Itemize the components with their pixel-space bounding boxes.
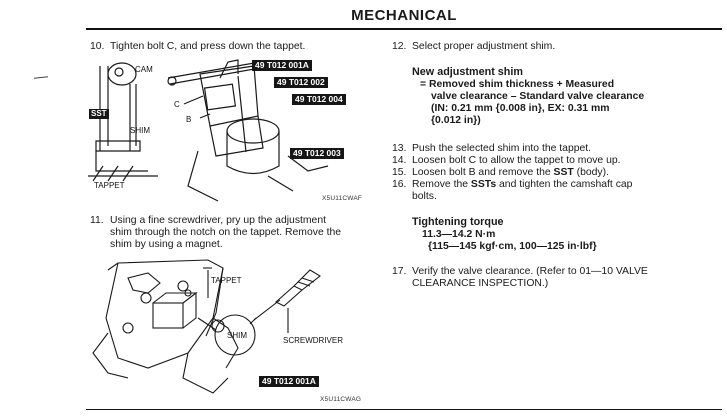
step-11: 11. Using a fine screwdriver, pry up the … — [90, 215, 341, 251]
step-number: 10. — [90, 41, 105, 52]
label-screwdriver: SCREWDRIVER — [283, 336, 344, 345]
step-number: 11. — [90, 215, 104, 226]
new-shim-heading: New adjustment shim — [412, 66, 523, 78]
bottom-rule — [86, 409, 722, 410]
step-text-line-2: shim through the notch on the tappet. Re… — [110, 227, 342, 238]
label-sst: SST — [89, 109, 109, 119]
tappet-press-illustration — [88, 59, 329, 202]
label-tappet: TAPPET — [94, 181, 125, 190]
page-header: MECHANICAL — [86, 2, 722, 30]
step-10: 10. Tighten bolt C, and press down the ta… — [90, 41, 305, 53]
step-17: 17. Verify the valve clearance. (Refer to… — [392, 266, 648, 290]
step-number: 12. — [392, 41, 407, 52]
label-cam: CAM — [135, 65, 153, 74]
label-tappet: TAPPET — [211, 276, 242, 285]
step-text-line-1: Verify the valve clearance. (Refer to 01… — [412, 266, 648, 277]
formula-line-4: {0.012 in}) — [431, 115, 481, 126]
tool-tag-004: 49 T012 004 — [292, 94, 346, 105]
new-shim-formula: = Removed shim thickness + Measured valv… — [420, 79, 644, 127]
torque-heading: Tightening torque — [412, 216, 504, 228]
page-title: MECHANICAL — [351, 7, 457, 24]
figure-code: X5U11CWAG — [320, 396, 362, 403]
margin-mark — [33, 76, 49, 79]
step-13: 13.Push the selected shim into the tappe… — [392, 143, 592, 154]
figure-screwdriver-pry: TAPPET SHIM SCREWDRIVER 49 T012 001A X5U… — [88, 258, 378, 406]
step-text-line-3: shim by using a magnet. — [110, 239, 223, 250]
step-text: Tighten bolt C, and press down the tappe… — [110, 41, 306, 52]
torque-values: 11.3—14.2 N·m {115—145 kgf·cm, 100—125 i… — [422, 229, 597, 253]
step-text: Select proper adjustment shim. — [412, 41, 556, 52]
tool-tag-001a: 49 T012 001A — [259, 376, 319, 387]
tool-tag-001a: 49 T012 001A — [252, 60, 312, 71]
figure-tappet-press: CAM SST SHIM TAPPET C B 49 T012 001A 49 … — [88, 56, 378, 206]
step-15: 15.Loosen bolt B and remove the SST (bod… — [392, 167, 609, 178]
tool-tag-003: 49 T012 003 — [290, 148, 344, 159]
torque-line-1: 11.3—14.2 N·m — [422, 229, 496, 240]
figure-code: X5U11CWAF — [322, 195, 363, 202]
step-text-line-2: CLEARANCE INSPECTION.) — [412, 278, 549, 289]
label-b: B — [186, 115, 192, 124]
screwdriver-pry-illustration — [92, 259, 321, 394]
formula-line-2: valve clearance – Standard valve clearan… — [431, 91, 645, 102]
formula-line-1: = Removed shim thickness + Measured — [420, 79, 615, 90]
step-16: 16.Remove the SSTs and tighten the camsh… — [392, 179, 633, 190]
label-shim: SHIM — [130, 126, 150, 135]
step-text-line-1: Using a fine screwdriver, pry up the adj… — [110, 215, 326, 226]
label-c: C — [174, 100, 180, 109]
label-shim: SHIM — [227, 331, 247, 340]
step-14: 14.Loosen bolt C to allow the tappet to … — [392, 155, 621, 166]
step-12: 12. Select proper adjustment shim. — [392, 41, 555, 53]
step-16-line-2: bolts. — [412, 191, 437, 202]
step-number: 17. — [392, 266, 407, 277]
torque-line-2: {115—145 kgf·cm, 100—125 in·lbf} — [428, 241, 597, 252]
formula-line-3: (IN: 0.21 mm {0.008 in}, EX: 0.31 mm — [431, 103, 610, 114]
steps-13-16: 13.Push the selected shim into the tappe… — [392, 143, 632, 203]
tool-tag-002: 49 T012 002 — [274, 77, 328, 88]
